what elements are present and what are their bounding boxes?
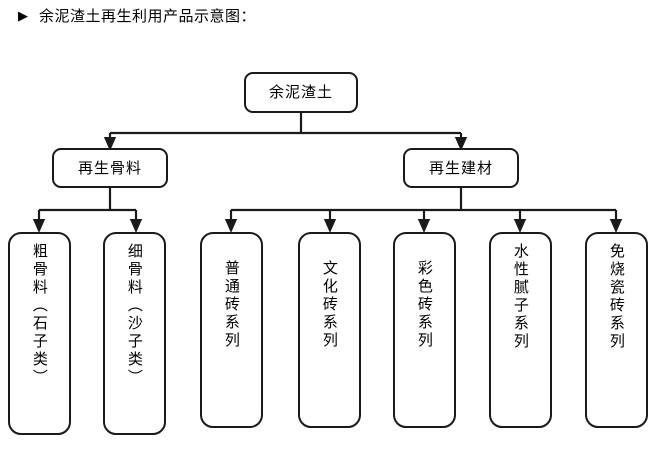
node-ordinary-brick-series[interactable]: 普通砖系列 [200,232,263,428]
node-color-brick-series[interactable]: 彩色砖系列 [393,232,456,428]
page-title: ▶ 余泥渣土再生利用产品示意图： [18,9,256,24]
node-unfired-ceramic-tile-series-label: 免烧瓷砖系列 [607,243,626,351]
node-water-based-putty-series-label: 水性腻子系列 [511,243,530,351]
node-ordinary-brick-series-label: 普通砖系列 [222,260,241,350]
node-recycled-aggregate[interactable]: 再生骨料 [52,148,168,188]
node-fine-aggregate-label: 细骨料（沙子类） [125,243,144,387]
node-recycled-building-material[interactable]: 再生建材 [403,148,519,188]
page-title-text: 余泥渣土再生利用产品示意图： [39,7,257,25]
node-unfired-ceramic-tile-series[interactable]: 免烧瓷砖系列 [585,232,648,428]
node-color-brick-series-label: 彩色砖系列 [415,260,434,350]
node-water-based-putty-series[interactable]: 水性腻子系列 [489,232,552,428]
node-root-label: 余泥渣土 [268,83,333,101]
node-recycled-aggregate-label: 再生骨料 [77,158,142,177]
node-culture-brick-series-label: 文化砖系列 [320,260,339,350]
node-recycled-building-material-label: 再生建材 [428,158,493,177]
node-culture-brick-series[interactable]: 文化砖系列 [298,232,361,428]
node-coarse-aggregate-label: 粗骨料（石子类） [30,243,49,387]
node-fine-aggregate[interactable]: 细骨料（沙子类） [103,232,166,435]
triangle-bullet-icon: ▶ [18,9,28,24]
node-root[interactable]: 余泥渣土 [244,72,358,113]
node-coarse-aggregate[interactable]: 粗骨料（石子类） [8,232,71,435]
